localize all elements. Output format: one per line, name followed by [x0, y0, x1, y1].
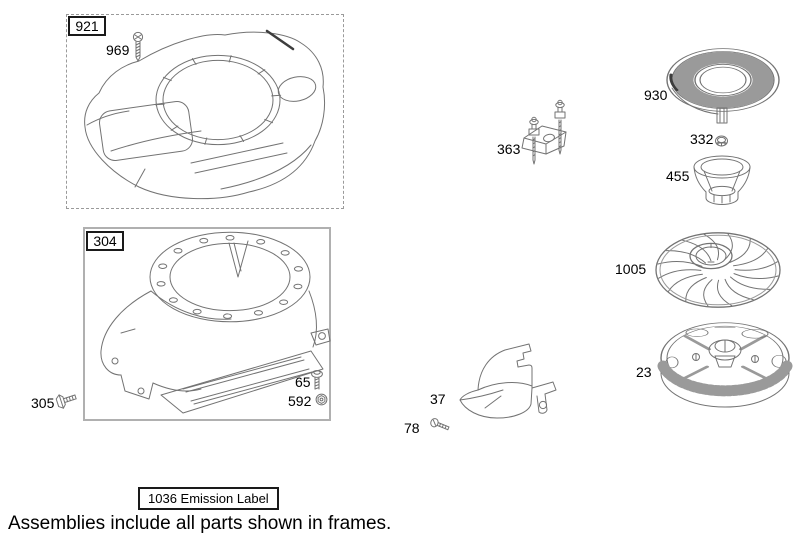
footer-note: Assemblies include all parts shown in fr…: [8, 513, 392, 534]
part-label-363: 363: [497, 141, 521, 157]
part-label-65: 65: [295, 374, 311, 390]
bolt-65-icon: [311, 370, 323, 390]
screw-78-icon: [430, 418, 450, 431]
cup-455-drawing: [693, 155, 751, 205]
part-label-592: 592: [288, 393, 312, 409]
part-label-455: 455: [666, 168, 690, 184]
fan-1005-drawing: [652, 226, 784, 310]
part-label-37: 37: [430, 391, 446, 407]
frame-tag-304: 304: [86, 231, 124, 251]
assembly-frame-304: 304: [83, 227, 331, 421]
bracket-363-drawing: [521, 99, 567, 165]
emission-label-box: 1036 Emission Label: [138, 487, 279, 510]
flywheel-23-drawing: [657, 322, 793, 408]
blower-housing-drawing: [100, 233, 331, 414]
cover-37-drawing: [459, 343, 557, 419]
part-label-78: 78: [404, 420, 420, 436]
screen-930-drawing: [666, 48, 780, 124]
part-label-1005: 1005: [615, 261, 647, 277]
part-label-930: 930: [644, 87, 668, 103]
bolt-592-icon: [315, 393, 328, 406]
part-label-305: 305: [31, 395, 55, 411]
assembly-frame-921: 921 969: [66, 14, 344, 209]
bolt-305-icon: [55, 394, 77, 409]
screw-969-icon: [132, 31, 144, 62]
part-label-23: 23: [636, 364, 652, 380]
part-label-332: 332: [690, 131, 714, 147]
frame-tag-921: 921: [68, 16, 106, 36]
blower-housing-cover-drawing: [84, 29, 326, 200]
nut-332-icon: [715, 135, 728, 147]
part-label-969: 969: [106, 42, 130, 58]
